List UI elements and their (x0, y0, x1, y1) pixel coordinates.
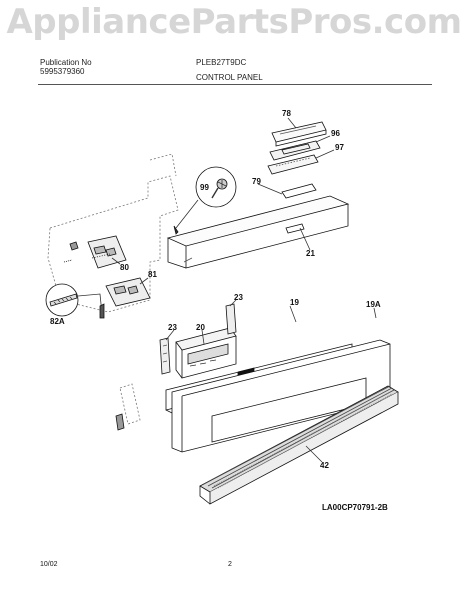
label-99: 99 (200, 183, 209, 192)
label-23-left: 23 (168, 323, 177, 332)
side-trim (119, 383, 141, 425)
label-19: 19 (290, 298, 299, 307)
part-99-screw-callout (195, 166, 237, 208)
part-96-bracket (269, 140, 321, 161)
header-rule (38, 84, 432, 85)
model-number: PLEB27T9DC (196, 58, 247, 67)
publication-label: Publication No (40, 58, 92, 67)
label-80: 80 (120, 263, 129, 272)
label-81: 81 (148, 270, 157, 279)
section-title: CONTROL PANEL (196, 73, 263, 82)
publication-number: 5995379360 (40, 67, 85, 76)
label-96: 96 (331, 129, 340, 138)
part-23-bracket-left (159, 337, 171, 375)
label-82A: 82A (50, 317, 65, 326)
part-80-board (87, 235, 127, 269)
part-79-housing (166, 183, 350, 269)
watermark: AppliancePartsPros.com (6, 2, 462, 42)
part-23-bracket-right (225, 303, 237, 335)
part-81-board (105, 277, 151, 307)
part-82A-screw-callout (45, 283, 79, 317)
label-21: 21 (306, 249, 315, 258)
label-79: 79 (252, 177, 261, 186)
diagram-code: LA00CP70791-2B (322, 503, 388, 512)
label-19A: 19A (366, 300, 381, 309)
label-20: 20 (196, 323, 205, 332)
footer-date: 10/02 (40, 561, 58, 568)
footer-page-number: 2 (228, 561, 232, 568)
part-78-trim (271, 121, 327, 147)
standoff-clip (69, 241, 79, 251)
part-20-clock-module (175, 327, 237, 379)
background-wall-upper (149, 153, 177, 177)
part-42-vent-grille (199, 385, 399, 505)
label-78: 78 (282, 109, 291, 118)
part-97-gasket (267, 154, 319, 175)
label-42: 42 (320, 461, 329, 470)
label-23-right: 23 (234, 293, 243, 302)
label-97: 97 (335, 143, 344, 152)
